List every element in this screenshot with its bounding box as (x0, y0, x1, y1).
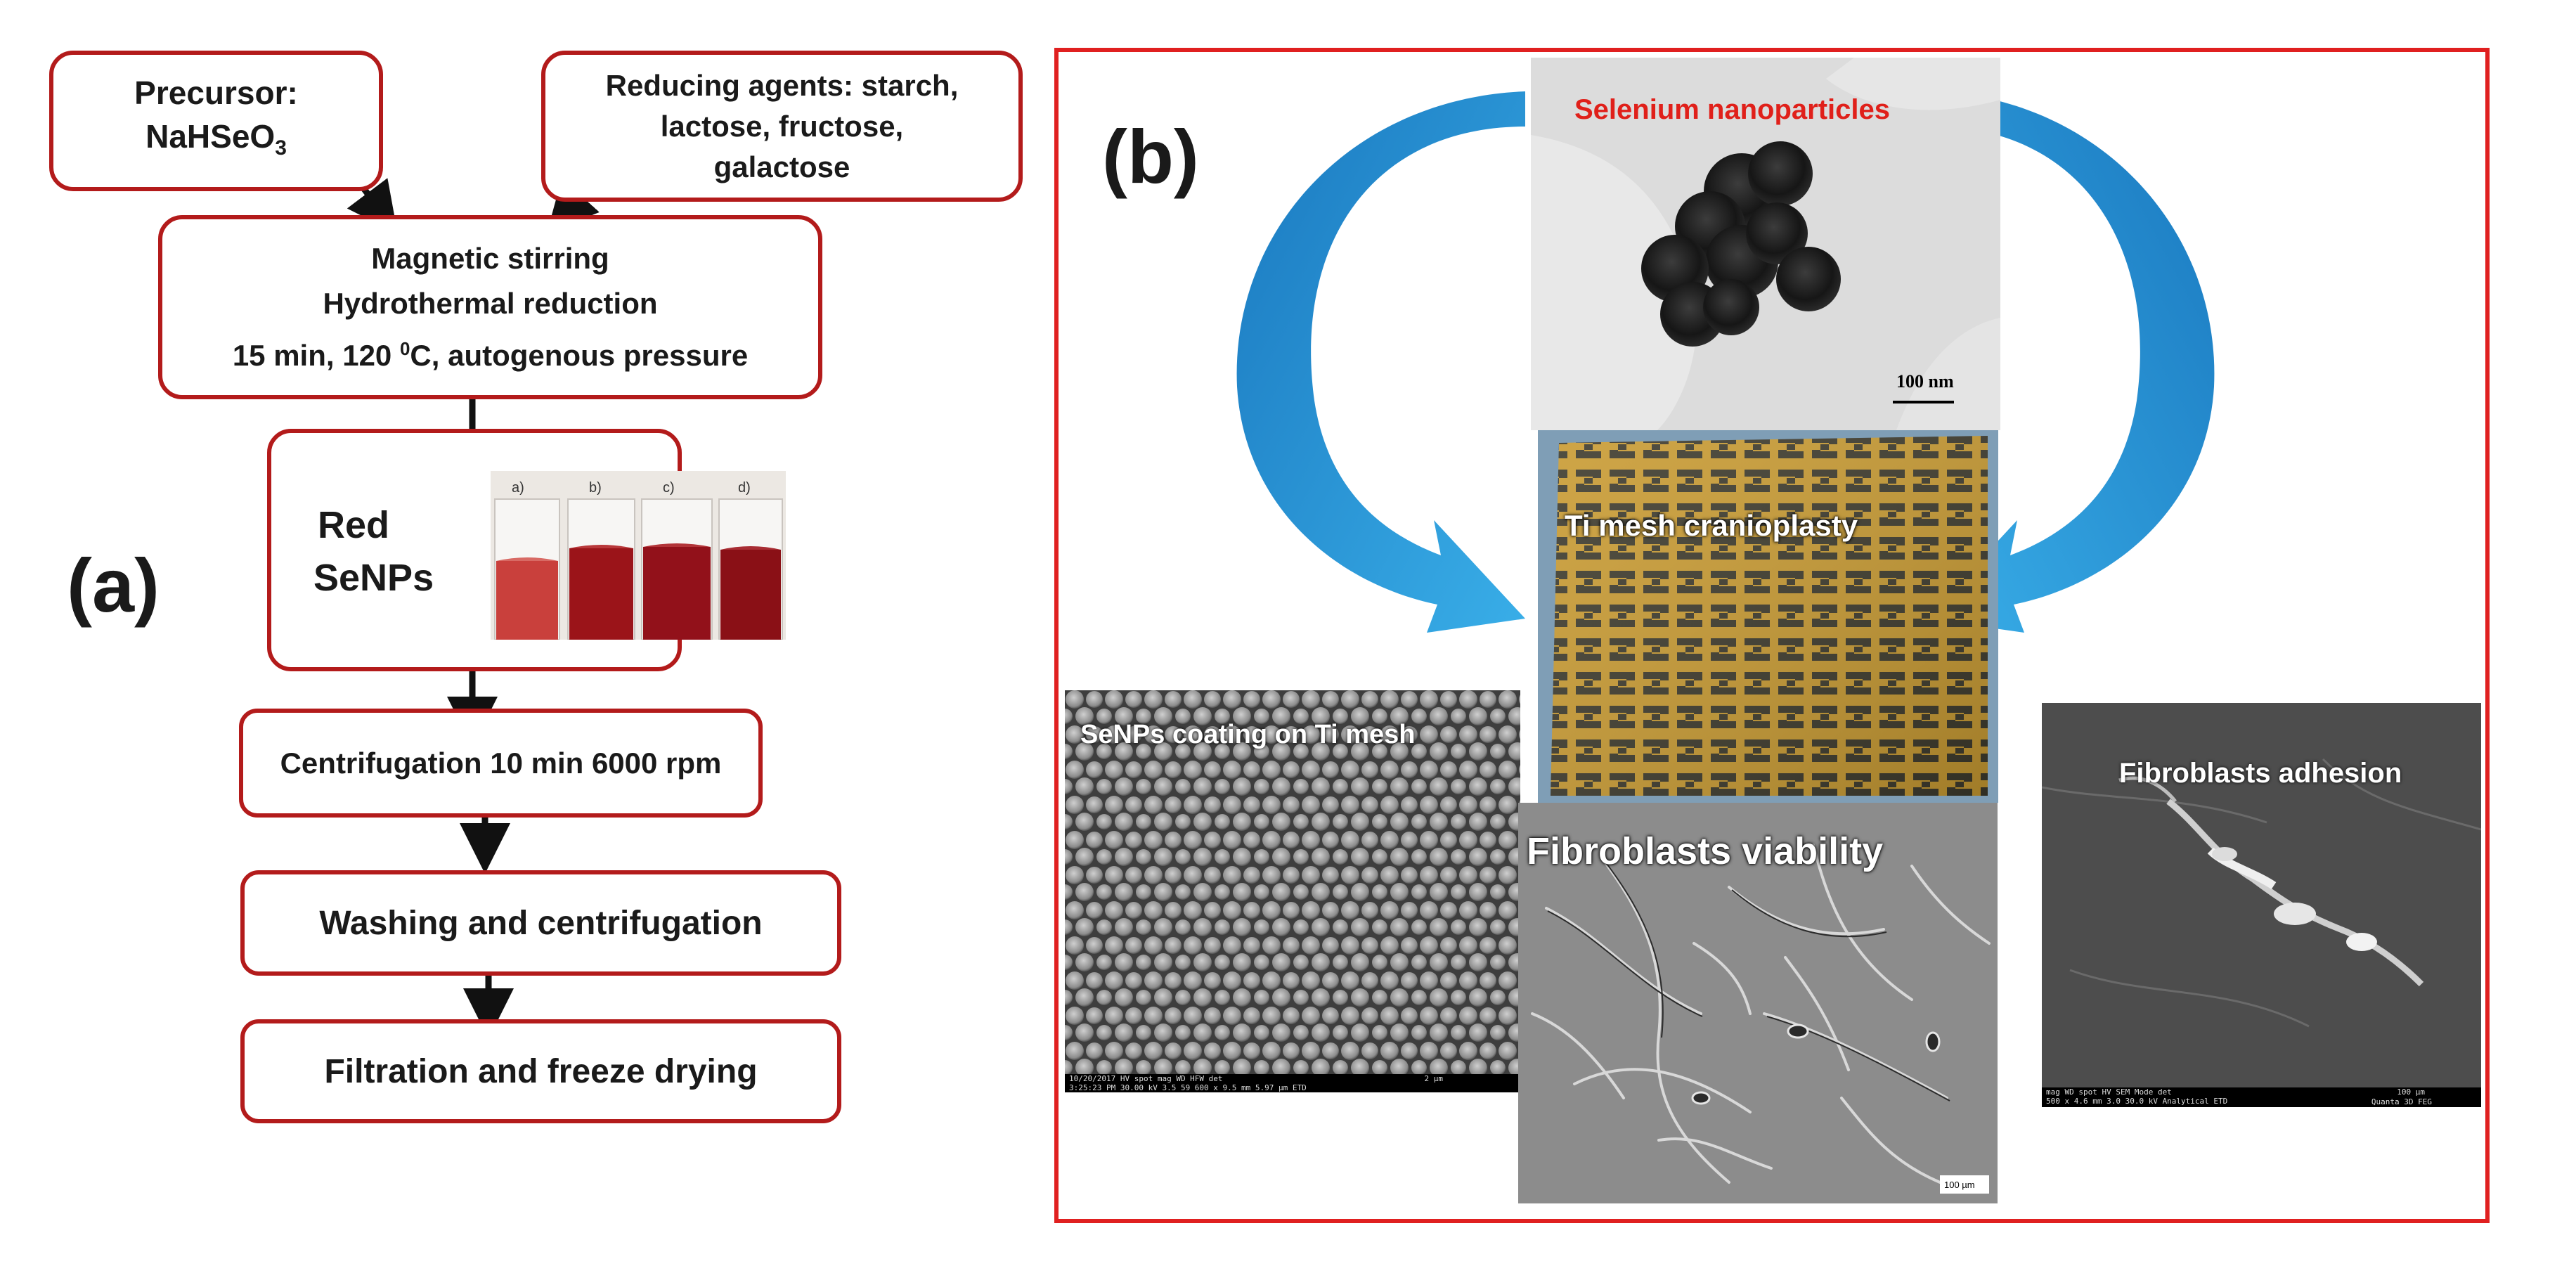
stirring-line-1: Magnetic stirring (371, 242, 609, 275)
reducing-line-1: Reducing agents: starch, (605, 68, 959, 102)
stirring-line-3: 15 min, 120 0C, autogenous pressure (232, 338, 749, 372)
precursor-formula: NaHSeO3 (145, 118, 287, 160)
filtration-box: Filtration and freeze drying (240, 1019, 841, 1123)
selenium-title: Selenium nanoparticles (1574, 94, 1891, 125)
coating-info-line-1: 10/20/2017 HV spot mag WD HFW det (1069, 1074, 1223, 1083)
ti-mesh-image: Ti mesh cranioplasty (1538, 430, 1998, 803)
vial-label-b: b) (589, 480, 602, 496)
reducing-line-2: lactose, fructose, (660, 109, 904, 143)
precursor-box: Precursor: NaHSeO3 (49, 51, 383, 191)
washing-label: Washing and centrifugation (319, 904, 763, 942)
senps-vials-photo: a) b) c) d) (491, 471, 786, 640)
red-senps-line-1: Red (318, 504, 390, 546)
coating-scale-label: 2 µm (1424, 1074, 1444, 1083)
coating-sem-info-bar: 10/20/2017 HV spot mag WD HFW det 3:25:2… (1065, 1074, 1520, 1092)
red-senps-line-2: SeNPs (313, 557, 434, 599)
adhesion-scale-label: 100 µm (2397, 1087, 2425, 1097)
fibroblasts-viability-image: Fibroblasts viability 100 µm (1518, 803, 1998, 1203)
centrifugation-label: Centrifugation 10 min 6000 rpm (280, 746, 722, 780)
stirring-box: Magnetic stirring Hydrothermal reduction… (158, 215, 822, 399)
reducing-agents-box: Reducing agents: starch, lactose, fructo… (541, 51, 1023, 202)
coating-info-line-2: 3:25:23 PM 30.00 kV 3.5 59 600 x 9.5 mm … (1069, 1083, 1307, 1092)
vial-label-c: c) (663, 480, 675, 496)
vial-label-d: d) (738, 480, 751, 496)
stirring-line-2: Hydrothermal reduction (323, 287, 658, 320)
ti-mesh-title: Ti mesh cranioplasty (1565, 509, 1858, 542)
adhesion-title: Fibroblasts adhesion (2119, 758, 2402, 789)
left-curved-arrow (1236, 91, 1525, 633)
coating-title: SeNPs coating on Ti mesh (1080, 720, 1416, 749)
senps-coating-sem-image: SeNPs coating on Ti mesh 10/20/2017 HV s… (1065, 690, 1520, 1092)
viability-scale-label: 100 µm (1944, 1180, 1975, 1190)
tem-selenium-image: Selenium nanoparticles 100 nm (1531, 58, 2000, 430)
adhesion-instrument-label: Quanta 3D FEG (2371, 1097, 2432, 1106)
adhesion-info-line-1: mag WD spot HV SEM Mode det (2046, 1087, 2172, 1097)
reducing-line-3: galactose (713, 150, 850, 183)
vial-label-a: a) (512, 480, 524, 496)
adhesion-sem-info-bar: mag WD spot HV SEM Mode det 500 x 4.6 mm… (2042, 1087, 2481, 1107)
right-curved-arrow (1926, 91, 2215, 633)
washing-box: Washing and centrifugation (240, 870, 841, 976)
panel-b-label: (b) (1102, 114, 1199, 199)
filtration-label: Filtration and freeze drying (324, 1052, 758, 1090)
panel-a-label: (a) (67, 543, 160, 628)
adhesion-info-line-2: 500 x 4.6 mm 3.0 30.0 kV Analytical ETD (2046, 1097, 2228, 1106)
centrifugation-box: Centrifugation 10 min 6000 rpm (239, 709, 763, 818)
viability-title: Fibroblasts viability (1527, 830, 1884, 872)
blue-curved-arrows (1236, 91, 2215, 633)
tem-scale-label: 100 nm (1896, 371, 1954, 392)
panel-b-frame (1054, 48, 2490, 1223)
fibroblasts-adhesion-image: Fibroblasts adhesion mag WD spot HV SEM … (2042, 703, 2481, 1107)
precursor-label: Precursor: (134, 75, 298, 112)
